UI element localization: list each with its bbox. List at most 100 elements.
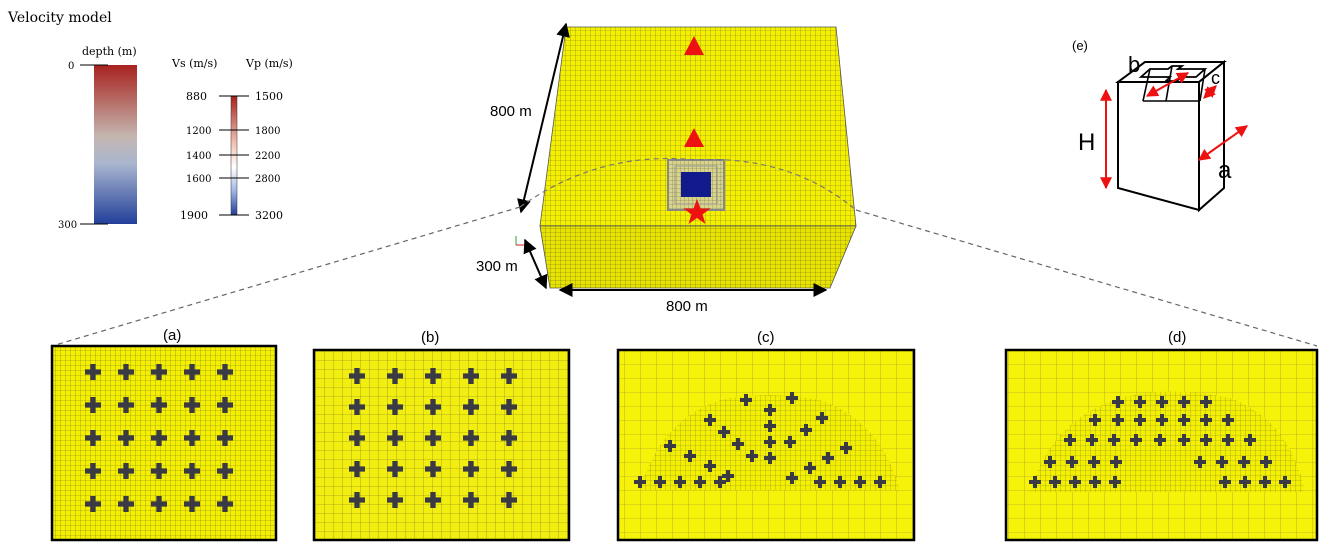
building-cross xyxy=(118,463,134,479)
building-cross xyxy=(463,461,479,477)
building-cross xyxy=(1222,434,1234,446)
building-cross xyxy=(1178,434,1190,446)
panel-d-label: (d) xyxy=(1168,329,1186,346)
velocity-model-title: Velocity model xyxy=(7,10,112,26)
building-cross xyxy=(1222,414,1234,426)
building-cross xyxy=(151,364,167,380)
unit-cell-diagram: (e) b c H a xyxy=(1072,38,1248,213)
zoom-guide-arc xyxy=(519,157,857,211)
dim-b-label: b xyxy=(1128,52,1140,77)
building-cross xyxy=(1110,456,1122,468)
building-cross xyxy=(800,424,812,436)
building-cross xyxy=(1200,414,1212,426)
building-cross xyxy=(1130,434,1142,446)
model-front-face xyxy=(539,225,857,289)
building-cross xyxy=(387,461,403,477)
building-cross xyxy=(184,397,200,413)
building-cross xyxy=(425,492,441,508)
building-cross xyxy=(1239,476,1251,488)
building-cross xyxy=(674,476,686,488)
zoom-guide-left xyxy=(51,206,521,347)
building-cross xyxy=(151,496,167,512)
building-cross xyxy=(349,368,365,384)
source-star-icon xyxy=(683,199,711,224)
building-cross xyxy=(349,430,365,446)
building-cross xyxy=(463,368,479,384)
building-cross xyxy=(814,476,826,488)
building-cross xyxy=(151,397,167,413)
vp-axis-label: Vp (m/s) xyxy=(245,57,293,70)
building-cross xyxy=(840,442,852,454)
depth-colorbar xyxy=(94,65,137,224)
panel-b: (b) xyxy=(312,329,571,542)
building-cross xyxy=(1029,476,1041,488)
building-cross xyxy=(654,476,666,488)
building-cross xyxy=(1112,414,1124,426)
building-cross xyxy=(1089,476,1101,488)
building-cross xyxy=(1088,456,1100,468)
building-cross xyxy=(764,436,776,448)
building-cross xyxy=(1238,456,1250,468)
building-cross xyxy=(1178,414,1190,426)
building-cross xyxy=(1112,396,1124,408)
building-cross xyxy=(822,452,834,464)
building-cross xyxy=(1156,414,1168,426)
building-cross xyxy=(118,397,134,413)
depth-dimension-label: 300 m xyxy=(476,258,518,275)
building-cross xyxy=(387,368,403,384)
building-cross xyxy=(722,470,734,482)
building-cross xyxy=(1259,476,1271,488)
depth-bottom-label: 300 xyxy=(58,220,77,231)
building-cross xyxy=(217,364,233,380)
building-cross xyxy=(704,460,716,472)
zoom-guide-right xyxy=(855,209,1318,347)
building-cross xyxy=(387,430,403,446)
building-cross xyxy=(151,430,167,446)
building-cross xyxy=(1066,456,1078,468)
building-cross xyxy=(764,452,776,464)
building-cross xyxy=(634,476,646,488)
receiver-triangle-icon xyxy=(684,36,704,55)
model-box: 800 m 300 m 800 m xyxy=(51,22,1318,347)
side-dimension-arrow xyxy=(517,22,570,214)
building-cross xyxy=(387,399,403,415)
panel-a-mesh xyxy=(50,344,278,542)
building-cross xyxy=(85,430,101,446)
building-cross xyxy=(463,430,479,446)
panel-c: (c) xyxy=(616,329,916,542)
panel-a: (a) xyxy=(50,327,278,542)
building-cross xyxy=(1219,476,1231,488)
panel-b-buildings xyxy=(349,368,517,508)
building-cross xyxy=(1044,456,1056,468)
building-cross xyxy=(746,450,758,462)
side-dimension-label: 800 m xyxy=(490,103,532,120)
building-cross xyxy=(740,394,752,406)
building-cross xyxy=(217,397,233,413)
building-cross xyxy=(85,364,101,380)
building-cross xyxy=(804,462,816,474)
building-cross xyxy=(463,399,479,415)
vs-tick-label: 1400 xyxy=(186,151,211,162)
building-cross xyxy=(684,450,696,462)
building-cross xyxy=(501,461,517,477)
building-cross xyxy=(1244,434,1256,446)
building-cross xyxy=(349,461,365,477)
building-cross xyxy=(784,436,796,448)
building-cross xyxy=(151,463,167,479)
building-cross xyxy=(874,476,886,488)
building-cross xyxy=(1279,476,1291,488)
building-cross xyxy=(501,399,517,415)
dim-a-label: a xyxy=(1218,157,1232,184)
building-block xyxy=(681,172,711,197)
cell-cavity-edge xyxy=(1199,68,1206,102)
depth-top-label: 0 xyxy=(68,61,74,72)
panel-c-label: (c) xyxy=(757,329,775,346)
building-cross xyxy=(1200,434,1212,446)
building-cross xyxy=(1089,414,1101,426)
building-cross xyxy=(85,463,101,479)
building-cross xyxy=(1108,434,1120,446)
building-cross xyxy=(694,476,706,488)
building-cross xyxy=(786,472,798,484)
building-cross xyxy=(704,414,716,426)
